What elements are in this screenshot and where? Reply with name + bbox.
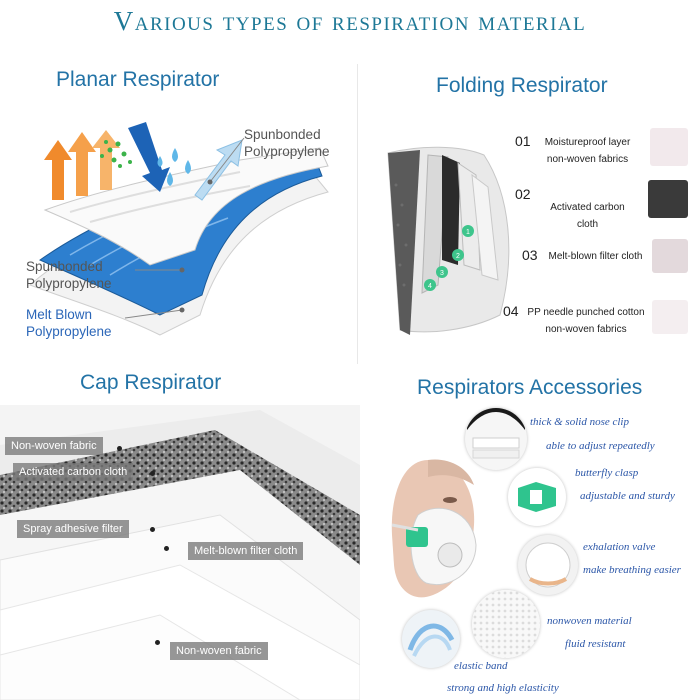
nose-clip-icon — [465, 408, 527, 470]
vertical-divider — [357, 64, 358, 364]
folding-mask-illustration: 1 2 3 4 — [387, 146, 510, 335]
accessory-text: make breathing easier — [583, 564, 681, 576]
layer-description: Moistureproof layer non-woven fabrics — [544, 137, 631, 165]
cap-label-3: Spray adhesive filter — [17, 520, 129, 538]
fabric-sample-4 — [652, 300, 688, 334]
person-mask-illustration — [391, 459, 477, 598]
mask-carbon-edge — [388, 150, 420, 335]
marker-2 — [452, 249, 464, 261]
cap-title: Cap Respirator — [80, 371, 222, 394]
layer-description: PP needle punched cotton non-woven fabri… — [527, 307, 645, 335]
cap-label-1: Non-woven fabric — [5, 437, 103, 455]
mask-valve — [437, 542, 463, 568]
layer-strip-1 — [421, 154, 449, 294]
pointer-dot — [179, 267, 185, 273]
nonwoven-material-icon — [472, 590, 540, 658]
pointer-line — [209, 137, 245, 183]
marker-3 — [436, 266, 448, 278]
pointer-dot — [150, 471, 155, 476]
accessory-text: fluid resistant — [565, 638, 626, 650]
layer-strip-4 — [471, 173, 499, 281]
pointer-dot — [117, 446, 122, 451]
butterfly-clasp-icon — [508, 468, 566, 526]
eye — [443, 497, 457, 503]
water-drops-icon — [157, 148, 191, 186]
strap — [391, 523, 419, 532]
accessory-text: thick & solid nose clip — [530, 416, 629, 428]
accessories-title: Respirators Accessories — [417, 376, 643, 399]
fabric-sample-2 — [648, 180, 688, 218]
top-layer — [43, 147, 329, 266]
fabric-sample-3 — [652, 239, 688, 273]
label-spunbonded-top: Spunbonded Polypropylene — [244, 127, 330, 159]
folding-title: Folding Respirator — [436, 74, 608, 97]
marker-1 — [462, 225, 474, 237]
cap-label-4: Melt-blown filter cloth — [188, 542, 304, 560]
elastic-band-icon — [402, 610, 460, 668]
marker-3-label: 3 — [440, 270, 444, 277]
cap-label-5: Non-woven fabric — [170, 642, 268, 660]
accessory-text: nonwoven material — [547, 615, 632, 627]
marker-2-label: 2 — [456, 253, 460, 260]
accessory-text: butterfly clasp — [575, 467, 639, 479]
fabric-sample-1 — [650, 128, 688, 166]
layer-strip-2 — [442, 155, 460, 265]
cap-label-2: Activated carbon cloth — [13, 463, 134, 481]
page-title: Various types of respiration material — [113, 6, 587, 36]
pointer-dot — [155, 640, 160, 645]
particles-icon — [100, 140, 132, 168]
accessory-text: adjustable and sturdy — [580, 490, 675, 502]
label-spunbonded-mid: Spunbonded Polypropylene — [26, 259, 112, 291]
accessory-text: able to adjust repeatedly — [546, 440, 655, 452]
pointer-dot — [207, 179, 213, 185]
pointer-dot — [179, 307, 185, 313]
marker-1-label: 1 — [466, 229, 470, 236]
blue-arrow-icon — [128, 122, 170, 192]
accessory-text: strong and high elasticity — [447, 682, 559, 694]
exhalation-valve-icon — [518, 535, 578, 595]
pointer-dot — [164, 546, 169, 551]
mask-dots — [394, 183, 408, 287]
layer-number: 01 — [515, 133, 531, 149]
layer-number: 04 — [503, 303, 519, 319]
orange-arrow-icon — [92, 130, 120, 190]
layer-description: Activated carbon cloth — [550, 202, 625, 230]
planar-layers-illustration — [29, 122, 329, 336]
layer-number: 02 — [515, 186, 531, 202]
pointer-dot — [150, 527, 155, 532]
mask-clasp — [406, 527, 428, 547]
orange-arrow-icon — [44, 140, 72, 200]
accessory-text: exhalation valve — [583, 541, 656, 553]
accessory-text: elastic band — [454, 660, 508, 672]
planar-title: Planar Respirator — [56, 68, 220, 91]
layer-number: 03 — [522, 247, 538, 263]
marker-4 — [424, 279, 436, 291]
layer-description: Melt-blown filter cloth — [548, 251, 643, 262]
pointer-line — [124, 309, 183, 319]
cap-layer-6 — [0, 614, 301, 700]
hair-shadow — [428, 459, 474, 485]
orange-arrow-icon — [68, 132, 96, 196]
marker-4-label: 4 — [428, 283, 432, 290]
label-melt-blown: Melt Blown Polypropylene — [26, 307, 112, 339]
